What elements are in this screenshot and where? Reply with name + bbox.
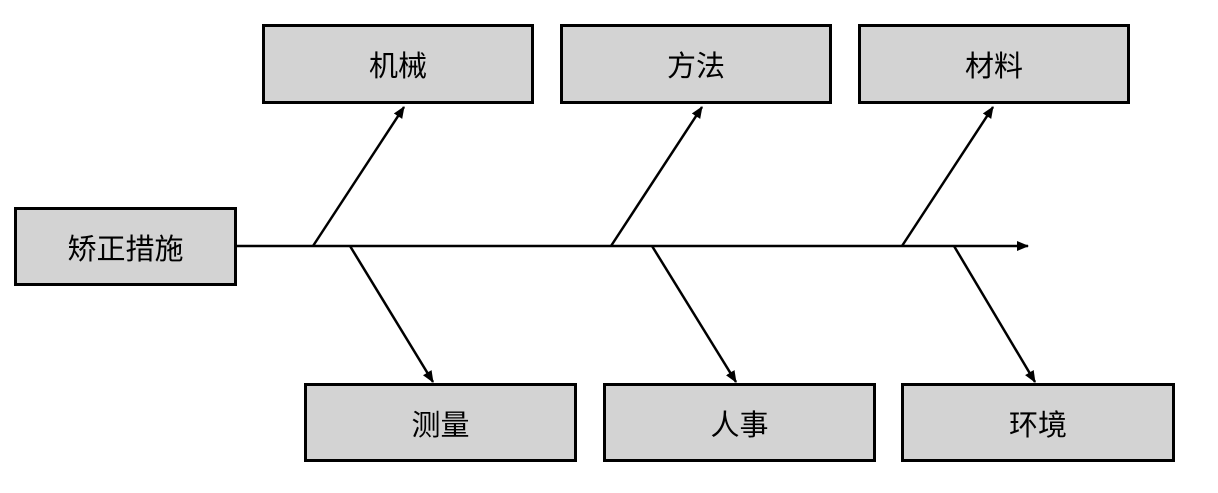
bone-arrow-top-1	[311, 106, 406, 247]
bone-arrow-top-2	[609, 106, 704, 247]
bone-arrow-bottom-1	[348, 245, 435, 383]
cause-box-bottom-2: 人事	[603, 383, 876, 462]
cause-box-top-3: 材料	[858, 24, 1130, 104]
bone-arrow-bottom-2	[650, 245, 738, 383]
cause-label: 测量	[411, 407, 470, 442]
cause-box-top-1: 机械	[262, 24, 534, 104]
cause-box-bottom-1: 测量	[304, 383, 577, 462]
head-label: 矫正措施	[67, 231, 184, 266]
cause-label: 人事	[710, 407, 769, 442]
bone-arrow-bottom-3	[952, 245, 1037, 383]
cause-label: 机械	[368, 49, 427, 83]
bone-arrow-top-3	[900, 106, 995, 247]
cause-box-bottom-3: 环境	[901, 383, 1175, 462]
head-box: 矫正措施	[14, 207, 237, 286]
cause-label: 材料	[964, 49, 1023, 83]
cause-box-top-2: 方法	[560, 24, 832, 104]
cause-label: 环境	[1008, 407, 1067, 442]
cause-label: 方法	[666, 49, 725, 83]
